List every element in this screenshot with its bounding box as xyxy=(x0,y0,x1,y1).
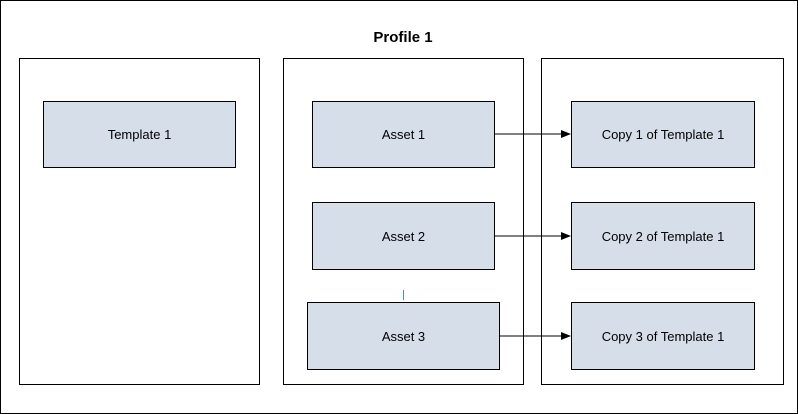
asset-box-2: Asset 2 xyxy=(312,202,495,270)
template-box-1: Template 1 xyxy=(43,101,236,168)
copy-box-1: Copy 1 of Template 1 xyxy=(571,101,755,168)
asset-box-3: Asset 3 xyxy=(307,302,500,370)
copy-box-2: Copy 2 of Template 1 xyxy=(571,202,755,270)
copy-box-3: Copy 3 of Template 1 xyxy=(571,302,755,370)
diagram-title: Profile 1 xyxy=(373,29,433,46)
asset-box-1: Asset 1 xyxy=(312,101,495,168)
